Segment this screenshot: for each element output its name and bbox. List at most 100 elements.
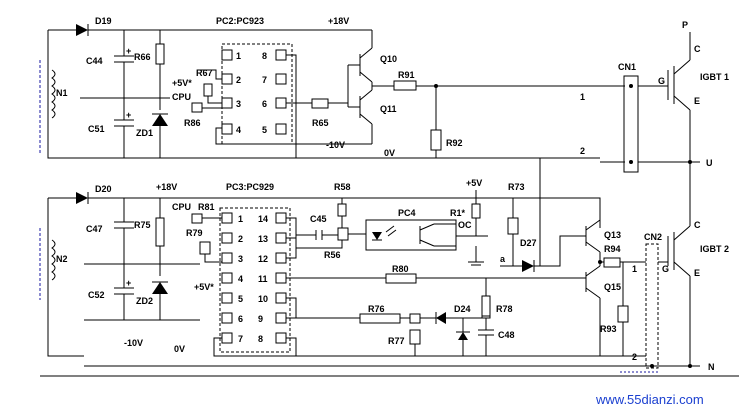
- svg-text:11: 11: [258, 274, 268, 284]
- pc3-pins: 1 2 3 4 5 6 7 14 13 12 11 10 9: [221, 212, 287, 344]
- label-r94: R94: [604, 244, 621, 254]
- resistor-r76: [359, 313, 401, 324]
- svg-text:3: 3: [236, 99, 241, 109]
- capacitor-c47: [114, 198, 134, 264]
- label-cn2: CN2: [644, 232, 662, 242]
- resistor-r56: [337, 227, 349, 241]
- zener-zd1: [152, 114, 168, 126]
- capacitor-c44: [114, 30, 134, 98]
- transformer-winding-n2: [39, 228, 56, 300]
- optocoupler-pc4: [365, 219, 457, 251]
- svg-text:9: 9: [258, 314, 263, 324]
- transformer-winding-n1: [39, 60, 56, 155]
- label-q13: Q13: [604, 230, 621, 240]
- label-c-bot: C: [694, 220, 701, 230]
- label-0v-upper: 0V: [384, 148, 395, 158]
- resistor-r78: [481, 295, 491, 317]
- diode-d24: [436, 312, 446, 324]
- watermark: www.55dianzi.com: [595, 392, 704, 407]
- svg-text:8: 8: [258, 334, 263, 344]
- label-igbt2: IGBT 2: [700, 244, 729, 254]
- label-r73: R73: [508, 182, 525, 192]
- label-d24: D24: [454, 304, 471, 314]
- label-pc4: PC4: [398, 208, 416, 218]
- svg-text:7: 7: [262, 75, 267, 85]
- label-r91: R91: [398, 70, 415, 80]
- label-pc3: PC3:PC929: [226, 182, 274, 192]
- optocoupler-pc3: [219, 207, 291, 353]
- resistor-r67: [203, 83, 213, 97]
- svg-text:12: 12: [258, 254, 268, 264]
- label-a: a: [500, 254, 506, 264]
- plus-c51: +: [126, 110, 131, 120]
- label-m10v-lower: -10V: [124, 338, 143, 348]
- label-r81: R81: [198, 202, 215, 212]
- label-p5v-upper: +5V*: [172, 78, 192, 88]
- label-r79: R79: [186, 228, 203, 238]
- resistor-r92: [430, 129, 442, 151]
- label-c45: C45: [310, 214, 327, 224]
- label-n2: N2: [56, 254, 68, 264]
- connector-cn1: [623, 75, 639, 173]
- capacitor-c52: [114, 264, 134, 320]
- label-igbt1: IGBT 1: [700, 72, 729, 82]
- resistor-r94: [603, 257, 621, 268]
- diode-d27: [522, 260, 534, 272]
- label-c44: C44: [86, 56, 103, 66]
- upper-driver-circuit: N1 D19 C44 + R66 C51 +: [39, 16, 625, 159]
- label-wire2-bot: 2: [632, 352, 637, 362]
- svg-text:5: 5: [262, 125, 267, 135]
- resistor-r91: [393, 80, 417, 91]
- svg-text:2: 2: [236, 75, 241, 85]
- plus-c44: +: [126, 46, 131, 56]
- resistor-r75: [155, 217, 165, 247]
- label-r67: R67: [196, 68, 213, 78]
- label-wire2-top: 2: [580, 146, 585, 156]
- label-g-bot: G: [662, 264, 669, 274]
- label-zd2: ZD2: [136, 296, 153, 306]
- transistor-q11: [348, 89, 373, 144]
- label-r65: R65: [312, 118, 329, 128]
- resistor-r65: [311, 98, 329, 109]
- label-cpu-lower: CPU: [172, 202, 191, 212]
- svg-text:4: 4: [238, 274, 243, 284]
- resistor-r66: [155, 43, 165, 65]
- svg-text:7: 7: [238, 334, 243, 344]
- label-0v-lower: 0V: [174, 344, 185, 354]
- label-cn1: CN1: [618, 62, 636, 72]
- label-cpu-upper: CPU: [172, 92, 191, 102]
- resistor-r81: [191, 213, 203, 224]
- label-r92: R92: [446, 138, 463, 148]
- zener-zd2: [152, 282, 168, 294]
- label-n: N: [708, 362, 715, 372]
- label-r56: R56: [324, 250, 341, 260]
- label-c-top: C: [694, 44, 701, 54]
- label-r80: R80: [392, 264, 409, 274]
- transistor-q15: [585, 265, 601, 299]
- label-d27: D27: [520, 238, 537, 248]
- label-p18v-upper: +18V: [328, 16, 349, 26]
- resistor-r77: [409, 329, 421, 345]
- connector-cn2: [645, 243, 659, 369]
- label-p18v-lower: +18V: [156, 182, 177, 192]
- label-r93: R93: [600, 324, 617, 334]
- label-c52: C52: [88, 290, 105, 300]
- label-e-bot: E: [694, 268, 700, 278]
- diode-d20: [76, 192, 88, 204]
- svg-text:1: 1: [236, 51, 241, 61]
- lower-driver-circuit: N2 D20 +18V C47 R75 C52 +: [39, 158, 646, 357]
- igbt-2: [667, 212, 691, 366]
- svg-text:6: 6: [262, 99, 267, 109]
- label-p: P: [682, 20, 688, 30]
- label-c47: C47: [86, 224, 103, 234]
- capacitor-c48: [478, 318, 494, 356]
- svg-text:4: 4: [236, 125, 241, 135]
- capacitor-c45: [296, 230, 338, 240]
- label-oc: OC: [458, 220, 472, 230]
- resistor-r1: [471, 203, 481, 219]
- resistor-r86: [191, 102, 203, 113]
- label-p5v-lower-top: +5V: [466, 178, 482, 188]
- label-r66: R66: [134, 52, 151, 62]
- label-u: U: [706, 158, 713, 168]
- svg-text:13: 13: [258, 234, 268, 244]
